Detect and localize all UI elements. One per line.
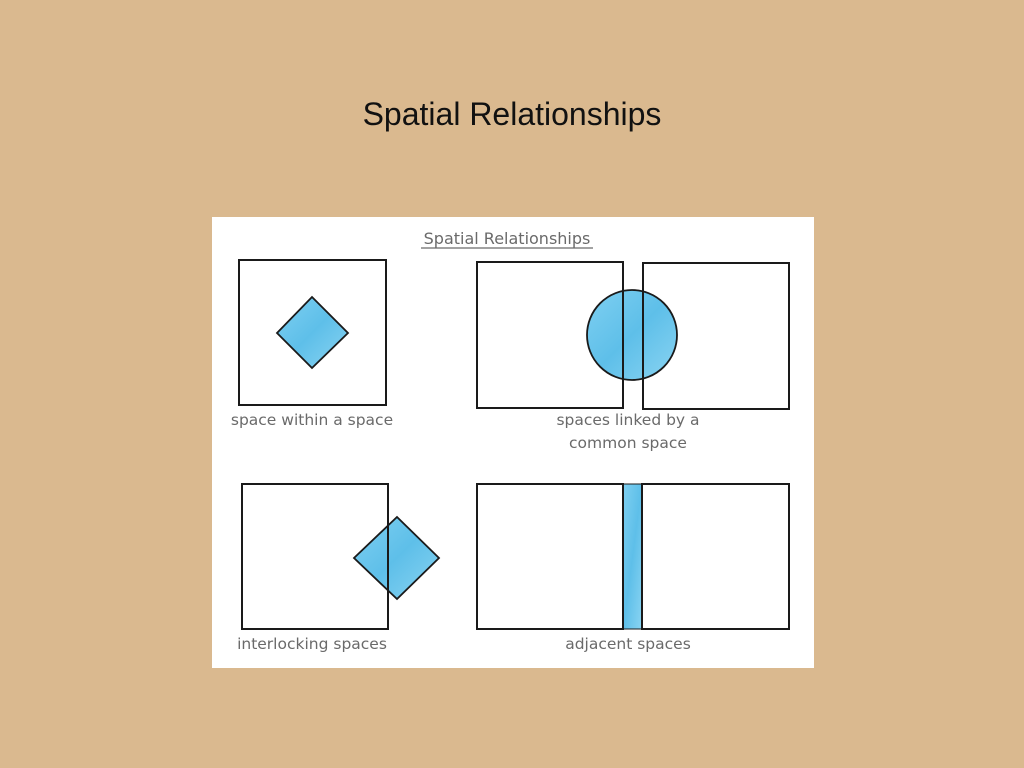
figure-title: Spatial Relationships: [424, 229, 591, 248]
left-square: [476, 261, 624, 409]
diagram-figure: Spatial Relationships space within a spa…: [212, 217, 814, 668]
outer-square: [241, 483, 389, 630]
right-square: [642, 262, 790, 410]
interlocking-rotated-square: [352, 515, 441, 601]
common-space-circle: [586, 289, 678, 381]
caption-line: space within a space: [231, 411, 393, 429]
outer-square: [238, 259, 387, 406]
panel-spaces-linked: spaces linked by a common space: [476, 261, 790, 452]
right-square: [641, 483, 790, 630]
caption-line: adjacent spaces: [565, 635, 691, 653]
panel-adjacent-spaces: adjacent spaces: [476, 483, 790, 653]
shared-strip: [622, 483, 643, 630]
inner-rotated-square: [275, 295, 350, 370]
slide-title: Spatial Relationships: [362, 96, 662, 132]
diagram-svg: Spatial Relationships space within a spa…: [231, 229, 790, 653]
caption-line: interlocking spaces: [237, 635, 387, 653]
caption-line-2: common space: [569, 434, 687, 452]
caption-line-1: spaces linked by a: [556, 411, 699, 429]
left-square: [476, 483, 624, 630]
panel-interlocking-spaces: interlocking spaces: [237, 483, 441, 653]
panel-space-within-a-space: space within a space: [231, 259, 393, 429]
